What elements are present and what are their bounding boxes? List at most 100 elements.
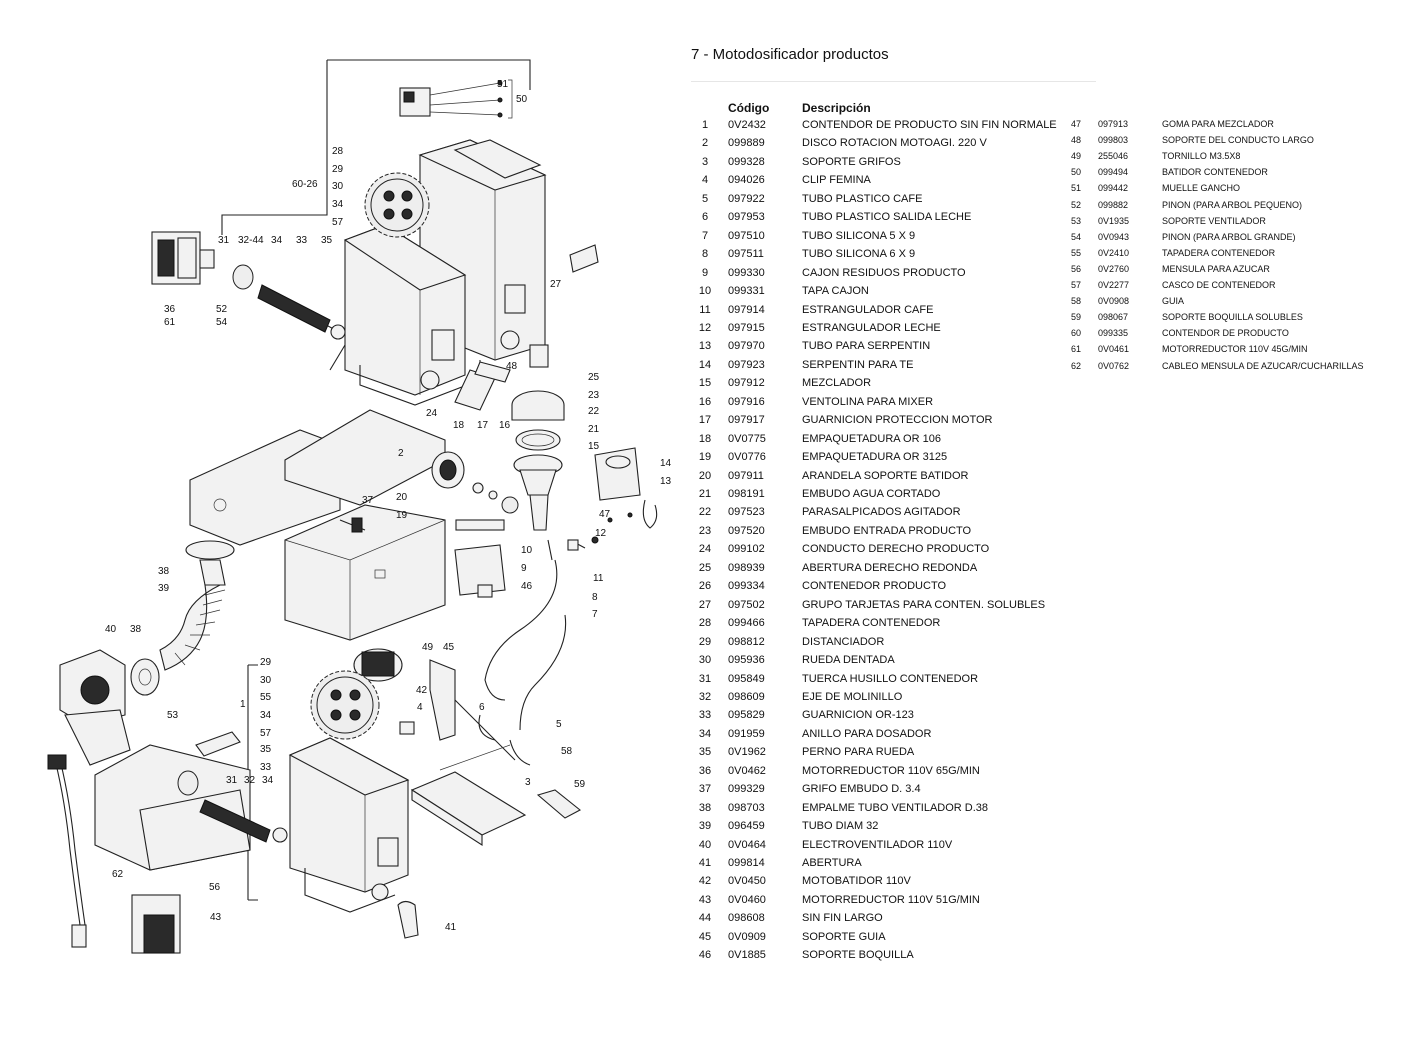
- part-code: 094026: [728, 174, 765, 187]
- callout-label: 22: [588, 406, 600, 417]
- part-description: EMPAQUETADURA OR 3125: [802, 451, 948, 464]
- callout-label: 57: [260, 728, 272, 739]
- part-code: 099803: [1098, 135, 1129, 146]
- part-code: 099442: [1098, 183, 1129, 194]
- part-code: 097510: [728, 229, 765, 242]
- callout-label: 5: [556, 719, 562, 730]
- part-description: ANILLO PARA DOSADOR: [802, 727, 932, 740]
- part-number: 3: [701, 155, 709, 168]
- part-description: TAPADERA CONTENEDOR: [1162, 247, 1276, 258]
- part-code: 097953: [728, 211, 765, 224]
- part-description: SIN FIN LARGO: [802, 912, 883, 925]
- part-code: 0V2410: [1098, 247, 1130, 258]
- part-description: DISCO ROTACION MOTOAGI. 220 V: [802, 137, 987, 150]
- callout-label: 52: [216, 304, 228, 315]
- part-description: VENTOLINA PARA MIXER: [802, 395, 934, 408]
- part-code: 0V0461: [1098, 344, 1130, 355]
- part-description: PERNO PARA RUEDA: [802, 746, 915, 759]
- part-number: 8: [701, 248, 709, 261]
- part-description: RUEDA DENTADA: [802, 654, 895, 667]
- callout-label: 30: [260, 675, 272, 686]
- part-number: 18: [698, 432, 712, 445]
- part-number: 52: [1070, 199, 1081, 210]
- callout-label: 35: [321, 235, 333, 246]
- part-code: 0V0450: [728, 875, 766, 888]
- part-code: 0V2277: [1098, 280, 1130, 290]
- callout-label: 31: [218, 235, 230, 246]
- title-divider: [691, 81, 1096, 82]
- part-code: 099102: [728, 543, 765, 556]
- part-description: ARANDELA SOPORTE BATIDOR: [802, 469, 969, 482]
- callout-label: 54: [216, 317, 228, 328]
- part-number: 56: [1070, 263, 1081, 274]
- callout-label: 61: [164, 317, 176, 328]
- part-number: 50: [1070, 167, 1081, 178]
- part-number: 10: [698, 285, 712, 298]
- part-code: 099335: [1098, 328, 1129, 339]
- part-number: 17: [698, 414, 712, 427]
- callout-label: 7: [592, 609, 598, 620]
- part-description: TORNILLO M3.5X8: [1162, 151, 1241, 162]
- callout-label: 1: [240, 699, 246, 710]
- part-description: GUIA: [1162, 296, 1185, 307]
- part-code: 099331: [728, 285, 765, 298]
- callout-label: 45: [443, 642, 455, 653]
- part-number: 54: [1070, 231, 1081, 242]
- part-code: 099334: [728, 580, 765, 593]
- callout-label: 38: [130, 624, 142, 635]
- part-description: MEZCLADOR: [802, 377, 872, 390]
- callout-label: 57: [332, 217, 344, 228]
- callout-label: 36: [164, 304, 176, 315]
- callout-label: 16: [499, 420, 511, 431]
- part-code: 097911: [728, 469, 764, 482]
- part-code: 0V0462: [728, 764, 766, 777]
- part-code: 097922: [728, 192, 765, 205]
- callout-label: 6: [479, 702, 485, 713]
- part-description: ABERTURA DERECHO REDONDA: [802, 561, 978, 574]
- part-code: 0V0762: [1098, 360, 1130, 371]
- part-number: 37: [698, 783, 712, 796]
- part-number: 1: [701, 119, 709, 131]
- part-code: 099882: [1098, 199, 1129, 210]
- part-description: CLIP FEMINA: [802, 174, 871, 187]
- callout-label: 19: [396, 510, 408, 521]
- part-number: 32: [698, 690, 712, 703]
- part-number: 22: [698, 506, 712, 519]
- callout-label: 56: [209, 882, 221, 893]
- part-code: 097913: [1098, 119, 1129, 129]
- callout-label: 31: [226, 775, 238, 786]
- callout-label: 47: [599, 509, 611, 520]
- callout-label: 33: [260, 762, 272, 773]
- callout-label: 51: [497, 79, 509, 90]
- callout-label: 32: [244, 775, 256, 786]
- part-description: CABLEO MENSULA DE AZUCAR/CUCHARILLAS: [1162, 360, 1364, 371]
- part-description: TUBO PLASTICO CAFE: [802, 192, 923, 205]
- part-number: 39: [698, 820, 712, 833]
- part-number: 62: [1070, 360, 1081, 371]
- part-description: MENSULA PARA AZUCAR: [1162, 263, 1270, 274]
- part-number: 47: [1070, 119, 1081, 129]
- part-code: 0V1885: [728, 949, 766, 962]
- part-code: 0V0775: [728, 432, 766, 445]
- part-description: ESTRANGULADOR CAFE: [802, 303, 934, 316]
- part-code: 097502: [728, 598, 765, 611]
- callout-label: 4: [417, 702, 423, 713]
- callout-label: 49: [422, 642, 434, 653]
- part-code: 098609: [728, 690, 765, 703]
- part-code: 097970: [728, 340, 765, 353]
- callout-label: 30: [332, 181, 344, 192]
- part-number: 53: [1070, 215, 1081, 226]
- part-number: 13: [698, 340, 712, 353]
- part-number: 41: [698, 857, 712, 869]
- part-description: TUBO SILICONA 5 X 9: [802, 229, 916, 242]
- callout-label: 25: [588, 372, 600, 383]
- part-description: EJE DE MOLINILLO: [802, 690, 903, 703]
- part-number: 2: [701, 137, 709, 150]
- part-description: CONTENEDOR PRODUCTO: [802, 580, 947, 593]
- part-code: 097914: [728, 303, 765, 316]
- part-code: 098608: [728, 912, 765, 925]
- part-description: SOPORTE BOQUILLA: [802, 949, 914, 962]
- part-number: 5: [701, 192, 709, 205]
- part-code: 097520: [728, 524, 765, 537]
